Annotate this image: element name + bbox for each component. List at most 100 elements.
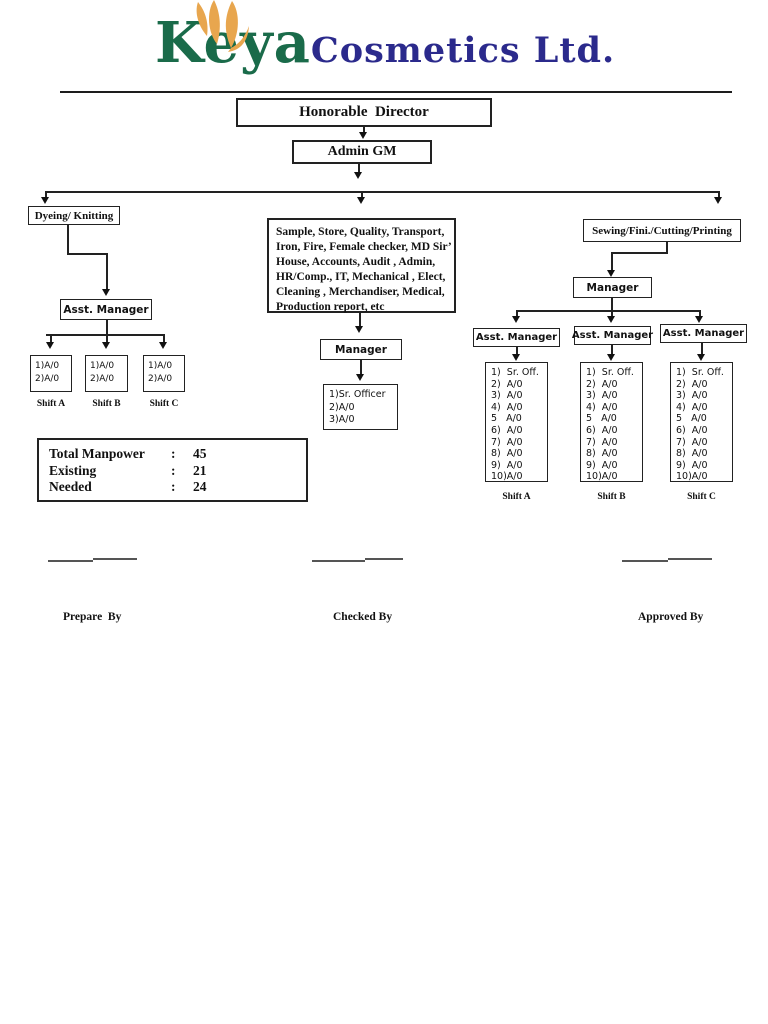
right-manager-box: Manager bbox=[573, 277, 652, 298]
staff-list-line: 1)A/0 bbox=[90, 361, 115, 371]
right-asst-manager-b-box: Asst. Manager bbox=[571, 326, 654, 345]
down-arrow-icon bbox=[359, 132, 367, 139]
staff-list-line: 4) A/0 bbox=[491, 401, 523, 413]
middle-manager-label: Manager bbox=[335, 343, 387, 356]
signature-line bbox=[365, 558, 403, 560]
summary-value: 21 bbox=[193, 462, 207, 478]
staff-list-line: 6) A/0 bbox=[491, 424, 523, 436]
signature-line bbox=[93, 558, 137, 560]
right-shift-a-label: Shift A bbox=[502, 492, 531, 502]
connector bbox=[699, 310, 701, 317]
summary-value: 24 bbox=[193, 479, 207, 494]
connector bbox=[611, 298, 613, 311]
staff-list-line: 2) A/0 bbox=[586, 378, 618, 390]
connector bbox=[611, 345, 613, 355]
connector bbox=[358, 164, 360, 173]
connector bbox=[718, 191, 720, 198]
staff-list-line: 5 A/0 bbox=[676, 413, 707, 425]
staff-list-line: 2)A/0 bbox=[148, 374, 173, 384]
down-arrow-icon bbox=[697, 354, 705, 361]
logo-cosmetics-text: Cosmetics Ltd. bbox=[310, 30, 616, 71]
summary-row-total: Total Manpower : 45 bbox=[49, 446, 306, 463]
staff-list-line: 1) Sr. Off. bbox=[586, 367, 634, 378]
left-shift-b-label: Shift B bbox=[92, 399, 121, 409]
staff-list-line: 5 A/0 bbox=[491, 413, 522, 425]
flame-icon bbox=[196, 0, 249, 52]
connector bbox=[46, 191, 720, 193]
dyeing-knitting-box: Dyeing/ Knitting bbox=[28, 206, 120, 225]
connector bbox=[45, 191, 47, 198]
down-arrow-icon bbox=[512, 354, 520, 361]
connector bbox=[360, 360, 362, 375]
staff-list-line: 1) Sr. Off. bbox=[491, 367, 539, 378]
down-arrow-icon bbox=[607, 270, 615, 277]
checked-by-label: Checked By bbox=[333, 611, 393, 623]
connector bbox=[363, 127, 365, 133]
left-asst-manager-box: Asst. Manager bbox=[60, 299, 152, 320]
summary-label: Needed bbox=[49, 479, 92, 494]
connector bbox=[106, 253, 108, 290]
left-asst-manager-label: Asst. Manager bbox=[63, 303, 149, 316]
connector bbox=[516, 310, 701, 312]
staff-list-line: 8) A/0 bbox=[586, 448, 618, 460]
staff-list-line: 2)A/0 bbox=[90, 374, 115, 384]
staff-list-line: 1)A/0 bbox=[148, 361, 173, 371]
summary-value: 45 bbox=[193, 446, 207, 461]
manpower-summary-box: Total Manpower : 45 Existing : 21 Needed… bbox=[37, 438, 308, 502]
connector bbox=[611, 310, 613, 317]
right-asst-manager-b-label: Asst. Manager bbox=[571, 330, 654, 341]
down-arrow-icon bbox=[356, 374, 364, 381]
left-shift-c-label: Shift C bbox=[149, 399, 179, 409]
staff-list-line: 9) A/0 bbox=[586, 459, 618, 471]
staff-list-line: 3) A/0 bbox=[586, 390, 618, 402]
signature-line bbox=[48, 560, 93, 562]
staff-list-line: 2) A/0 bbox=[676, 378, 708, 390]
staff-list-line: 6) A/0 bbox=[676, 424, 708, 436]
right-asst-manager-c-box: Asst. Manager bbox=[660, 324, 747, 343]
staff-list-line: 7) A/0 bbox=[676, 436, 708, 448]
down-arrow-icon bbox=[607, 316, 615, 323]
staff-list-line: 9) A/0 bbox=[676, 459, 708, 471]
staff-list-line: 10)A/0 bbox=[676, 471, 708, 483]
summary-separator: : bbox=[171, 446, 176, 461]
right-asst-manager-c-label: Asst. Manager bbox=[662, 328, 745, 339]
right-shift-b-label: Shift B bbox=[597, 492, 626, 502]
connector bbox=[359, 313, 361, 327]
summary-separator: : bbox=[171, 462, 176, 478]
signature-line bbox=[668, 558, 712, 560]
sewing-box: Sewing/Fini./Cutting/Printing bbox=[583, 219, 741, 242]
down-arrow-icon bbox=[695, 316, 703, 323]
down-arrow-icon bbox=[102, 289, 110, 296]
approved-by-label: Approved By bbox=[638, 611, 704, 623]
signature-line bbox=[312, 560, 365, 562]
staff-list-line: 2) A/0 bbox=[491, 378, 523, 390]
staff-list-line: 3) A/0 bbox=[676, 390, 708, 402]
staff-list-line: 3) A/0 bbox=[491, 390, 523, 402]
staff-list-line: 4) A/0 bbox=[586, 401, 618, 413]
signature-line bbox=[622, 560, 668, 562]
connector bbox=[46, 334, 165, 336]
staff-list-line: 8) A/0 bbox=[491, 448, 523, 460]
down-arrow-icon bbox=[46, 342, 54, 349]
down-arrow-icon bbox=[355, 326, 363, 333]
admin-gm-box: Admin GM bbox=[292, 140, 432, 164]
dyeing-knitting-label: Dyeing/ Knitting bbox=[34, 209, 114, 222]
connector bbox=[701, 343, 703, 355]
connector bbox=[611, 252, 667, 254]
down-arrow-icon bbox=[607, 354, 615, 361]
staff-list-line: 4) A/0 bbox=[676, 401, 708, 413]
left-shift-b-staff-box: 1)A/0 2)A/0 bbox=[85, 355, 128, 392]
left-shift-c-staff-box: 1)A/0 2)A/0 bbox=[143, 355, 185, 392]
connector bbox=[516, 347, 518, 355]
connector bbox=[106, 334, 108, 343]
down-arrow-icon bbox=[357, 197, 365, 204]
right-asst-manager-a-label: Asst. Manager bbox=[475, 332, 558, 343]
connector bbox=[611, 252, 613, 271]
sewing-label: Sewing/Fini./Cutting/Printing bbox=[592, 224, 732, 237]
staff-list-line: 5 A/0 bbox=[586, 413, 617, 425]
down-arrow-icon bbox=[714, 197, 722, 204]
